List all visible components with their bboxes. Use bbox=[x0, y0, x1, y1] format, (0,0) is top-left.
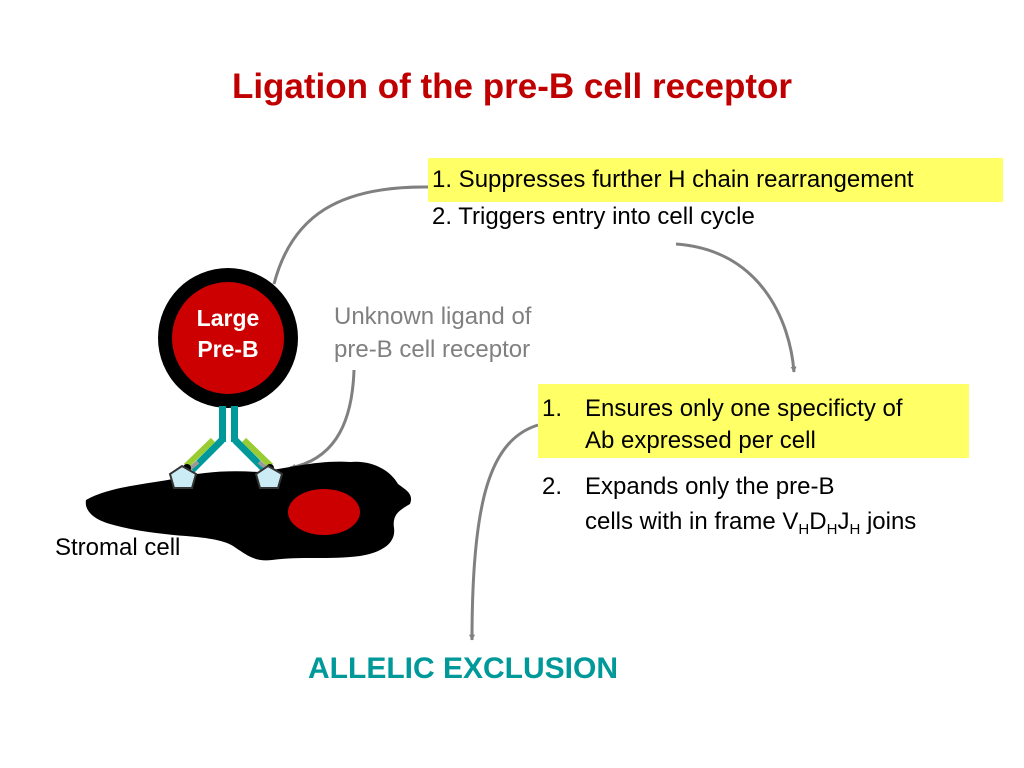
outcome-1-line2: Ab expressed per cell bbox=[585, 427, 816, 454]
outcome-2-line1: Expands only the pre-B bbox=[585, 473, 835, 500]
pre-b-cell-label-line2: Pre-B bbox=[197, 336, 259, 362]
surrogate-light-chain-right bbox=[241, 437, 274, 469]
outcome-1-number: 1. bbox=[542, 395, 563, 422]
letter-j: J bbox=[837, 508, 850, 535]
stromal-cell-body bbox=[85, 461, 412, 561]
outcome-2-line2-prefix: cells with in frame V bbox=[585, 508, 799, 535]
outcome-2-number: 2. bbox=[542, 473, 563, 500]
effect-item-2: 2. Triggers entry into cell cycle bbox=[432, 203, 755, 230]
pre-b-cell-label-line1: Large bbox=[196, 305, 260, 331]
connector-cell-to-effects bbox=[272, 185, 429, 285]
allelic-exclusion-label: ALLELIC EXCLUSION bbox=[308, 652, 619, 685]
letter-d: D bbox=[809, 508, 827, 535]
arrow-outcomes-to-allelic-exclusion bbox=[469, 423, 539, 641]
stromal-cell-label: Stromal cell bbox=[55, 534, 181, 561]
outcome-1-line1: Ensures only one specificty of bbox=[585, 395, 903, 422]
slide-title: Ligation of the pre-B cell receptor bbox=[231, 67, 793, 106]
receptor-heavy-chain-right bbox=[231, 406, 238, 442]
ligand-label-line2: pre-B cell receptor bbox=[334, 336, 531, 363]
pre-b-cell-body bbox=[172, 282, 284, 394]
receptor-heavy-chain-left bbox=[219, 406, 226, 442]
ligand-label-line1: Unknown ligand of bbox=[334, 303, 532, 330]
outcome-2-line2: cells with in frame VHDHJH joins bbox=[585, 508, 917, 538]
subscript-h-1: H bbox=[798, 521, 810, 538]
ligand-label: Unknown ligand of pre-B cell receptor bbox=[334, 300, 531, 366]
surrogate-light-chain-left bbox=[183, 437, 216, 469]
effect-item-1: 1. Suppresses further H chain rearrangem… bbox=[432, 166, 914, 193]
highlight-outcome-1 bbox=[538, 384, 969, 458]
subscript-h-2: H bbox=[826, 521, 838, 538]
subscript-h-3: H bbox=[849, 521, 861, 538]
outcome-2-line2-suffix: joins bbox=[860, 508, 917, 535]
arrow-effects-to-outcomes bbox=[675, 242, 797, 373]
stromal-cell-nucleus bbox=[288, 489, 360, 535]
highlight-effect-1 bbox=[428, 158, 1003, 202]
unknown-ligand-right bbox=[254, 464, 284, 489]
unknown-ligand-left bbox=[168, 464, 198, 489]
arrow-ligand-label-to-ligand bbox=[289, 369, 356, 470]
pre-b-cell-label: Large Pre-B bbox=[168, 303, 288, 365]
